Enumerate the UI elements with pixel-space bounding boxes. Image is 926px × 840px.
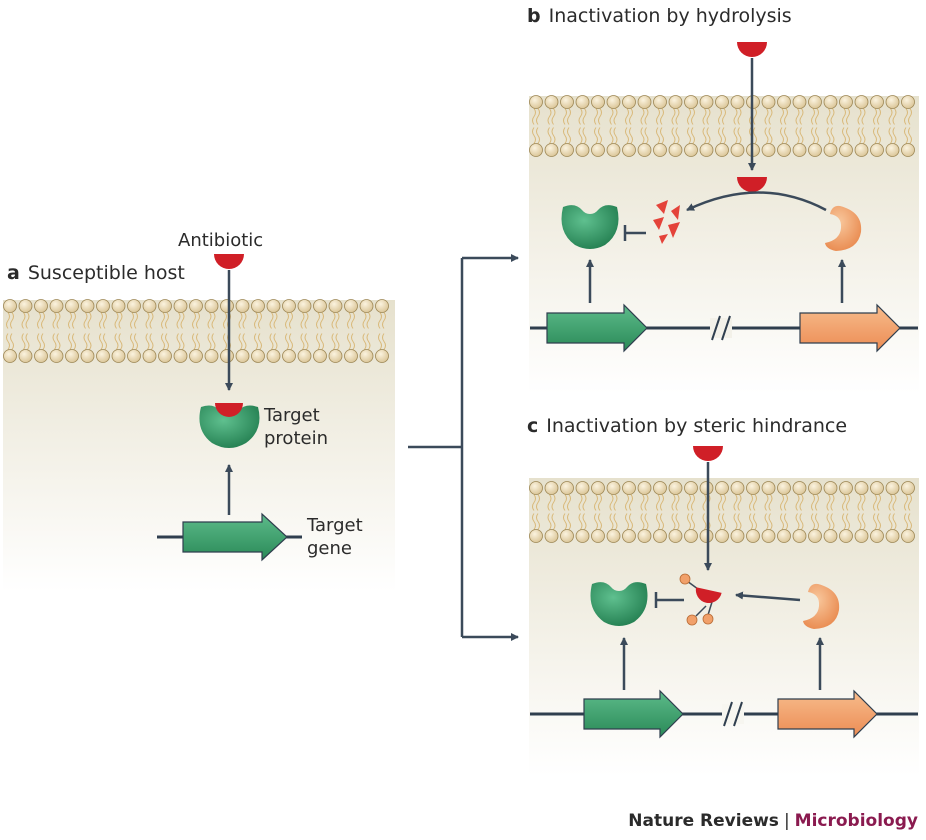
target-protein-icon-c — [590, 582, 648, 626]
resistance-enzyme-icon-c — [803, 583, 840, 629]
antibiotic-label: Antibiotic — [178, 230, 264, 251]
modified-antibiotic-icon — [679, 573, 722, 626]
panel-a-title-text: Susceptible host — [27, 262, 185, 284]
resistance-gene-arrow-c — [777, 689, 878, 739]
membrane-a — [3, 299, 389, 363]
target-gene-label: Target gene — [307, 514, 363, 560]
target-gene-arrow-c — [583, 689, 684, 739]
credit-section: Microbiology — [794, 811, 918, 831]
membrane-b — [529, 95, 915, 157]
target-gene-arrow-b — [546, 303, 648, 353]
panel-c-graphics — [530, 446, 918, 739]
target-protein-icon — [199, 405, 260, 448]
target-gene-arrow — [182, 512, 288, 562]
inhibition-bar-c — [654, 592, 684, 608]
resistance-enzyme-icon-b — [825, 205, 862, 251]
panel-a-graphics — [157, 254, 302, 562]
panel-b-graphics — [530, 42, 918, 353]
panel-a-letter: a — [7, 262, 20, 284]
intact-antibiotic-icon-b — [737, 177, 767, 192]
inhibition-bar-b — [623, 225, 646, 241]
panel-c-title-text: Inactivation by steric hindrance — [546, 415, 848, 437]
modification-arrow — [735, 591, 801, 602]
antibiotic-icon-b — [737, 42, 767, 57]
panel-c-title: c Inactivation by steric hindrance — [527, 415, 847, 437]
target-gene-label-line1: Target — [307, 515, 363, 536]
panel-c-letter: c — [527, 415, 539, 437]
target-gene-label-line2: gene — [307, 538, 352, 559]
panel-b-letter: b — [527, 5, 541, 27]
resistance-gene-arrow-b — [799, 303, 901, 353]
dna-break-b — [710, 315, 732, 341]
antibiotic-icon-c — [693, 446, 723, 461]
credit-journal: Nature Reviews — [628, 811, 779, 831]
branch-connector — [408, 254, 519, 641]
antibiotic-icon — [214, 254, 244, 269]
membrane-c — [529, 481, 915, 543]
panel-b-title: b Inactivation by hydrolysis — [527, 5, 792, 27]
dna-break-c — [722, 701, 744, 727]
panel-b-title-text: Inactivation by hydrolysis — [548, 5, 792, 27]
credit-separator: | — [783, 811, 790, 831]
bound-antibiotic-icon — [215, 403, 243, 417]
journal-credit: Nature Reviews|Microbiology — [628, 811, 918, 831]
target-protein-label-line2: protein — [264, 428, 328, 449]
target-protein-icon-b — [561, 205, 619, 249]
hydrolysis-arrow — [686, 191, 827, 212]
target-protein-label-line1: Target — [264, 405, 320, 426]
panel-a-title: a Susceptible host — [7, 262, 185, 284]
target-protein-label: Target protein — [264, 404, 328, 450]
hydrolysed-antibiotic-fragments-icon — [653, 200, 680, 244]
